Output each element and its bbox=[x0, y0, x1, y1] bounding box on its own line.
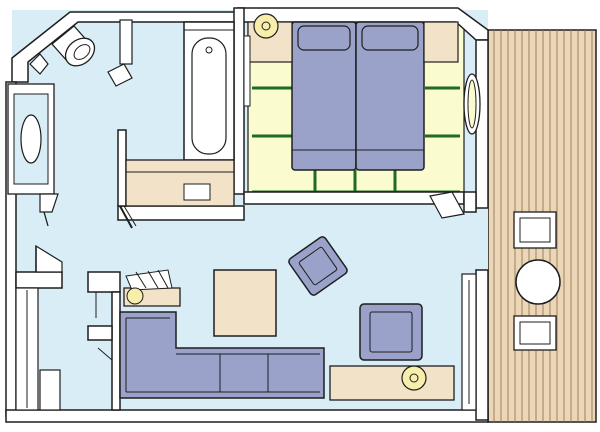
twin-beds bbox=[243, 13, 481, 219]
sofa-icon bbox=[119, 311, 325, 399]
balcony-deck bbox=[487, 29, 597, 423]
entry-closet bbox=[15, 244, 113, 411]
sink-icon bbox=[125, 159, 235, 207]
lamp-icon bbox=[253, 13, 279, 39]
closet bbox=[7, 83, 59, 227]
bed-icon bbox=[355, 21, 425, 171]
walls bbox=[5, 7, 489, 423]
lamp-icon bbox=[126, 287, 144, 305]
armchair-icon bbox=[288, 236, 348, 296]
armchair-icon bbox=[359, 303, 423, 361]
shelf-unit bbox=[123, 269, 181, 307]
bathtub-icon bbox=[183, 21, 235, 161]
toilet-icon bbox=[51, 25, 96, 67]
round-table-icon bbox=[515, 259, 561, 305]
balcony-furniture bbox=[513, 211, 561, 351]
bed-icon bbox=[291, 21, 357, 171]
living-area bbox=[119, 236, 477, 411]
chair-icon bbox=[513, 211, 557, 351]
bathroom bbox=[29, 19, 235, 229]
lamp-icon bbox=[401, 365, 427, 391]
